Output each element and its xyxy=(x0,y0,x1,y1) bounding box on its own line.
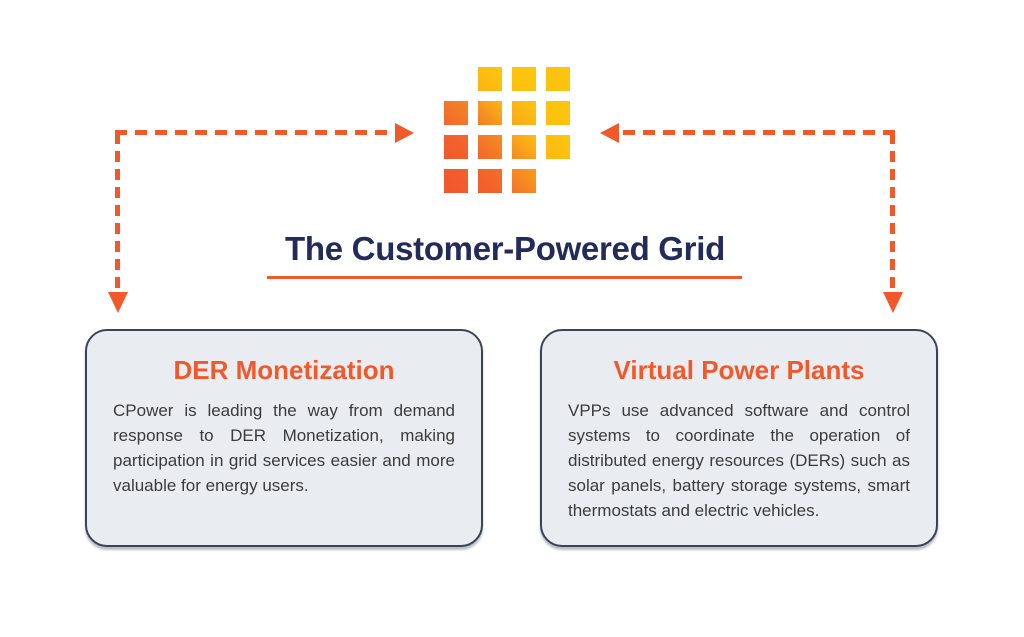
page-title: The Customer-Powered Grid xyxy=(285,230,725,267)
logo-square-icon xyxy=(478,101,502,125)
energy-grid-logo-icon xyxy=(444,67,570,193)
card-der-monetization: DER Monetization CPower is leading the w… xyxy=(85,329,483,547)
card-virtual-power-plants: Virtual Power Plants VPPs use advanced s… xyxy=(540,329,938,547)
logo-square-icon xyxy=(546,101,570,125)
left-arrow-horizontal-line xyxy=(115,130,395,135)
card-heading: DER Monetization xyxy=(173,355,395,385)
left-arrow-down-head-icon xyxy=(108,292,128,313)
logo-square-icon xyxy=(478,135,502,159)
logo-square-icon xyxy=(546,67,570,91)
left-arrow-right-head-icon xyxy=(395,123,414,143)
card-body-text: VPPs use advanced software and control s… xyxy=(568,401,910,520)
title-underline xyxy=(267,276,742,279)
logo-square-icon xyxy=(512,67,536,91)
logo-square-icon xyxy=(478,169,502,193)
logo-square-icon xyxy=(512,101,536,125)
card-body-text: CPower is leading the way from demand re… xyxy=(113,401,455,495)
right-arrow-vertical-line xyxy=(890,133,895,290)
logo-square-icon xyxy=(444,101,468,125)
right-arrow-down-head-icon xyxy=(883,292,903,313)
logo-square-icon xyxy=(546,135,570,159)
logo-square-icon xyxy=(512,135,536,159)
logo-square-icon xyxy=(512,169,536,193)
right-arrow-horizontal-line xyxy=(619,130,895,135)
logo-square-icon xyxy=(444,169,468,193)
card-heading: Virtual Power Plants xyxy=(613,355,865,385)
left-arrow-vertical-line xyxy=(115,133,120,290)
logo-square-icon xyxy=(478,67,502,91)
right-arrow-left-head-icon xyxy=(600,123,619,143)
logo-square-icon xyxy=(444,135,468,159)
